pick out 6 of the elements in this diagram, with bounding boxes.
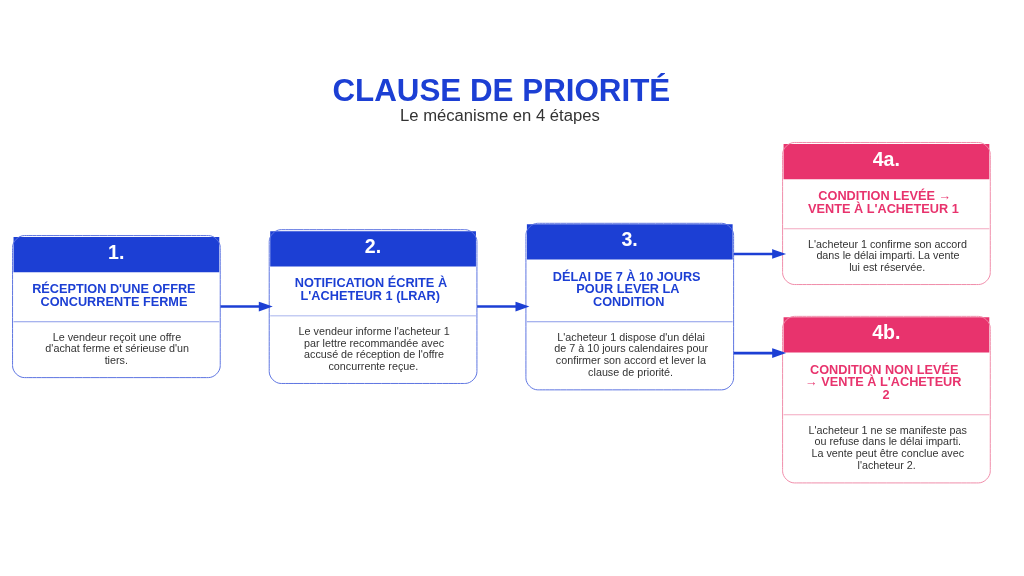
arrow [733,347,787,358]
caption: Le mécanisme en 4 étapes [400,105,600,125]
arrow [477,301,530,311]
arrow [733,248,787,259]
diagram-title: CLAUSE DE PRIORITÉ [332,72,671,108]
arrow [220,301,273,311]
